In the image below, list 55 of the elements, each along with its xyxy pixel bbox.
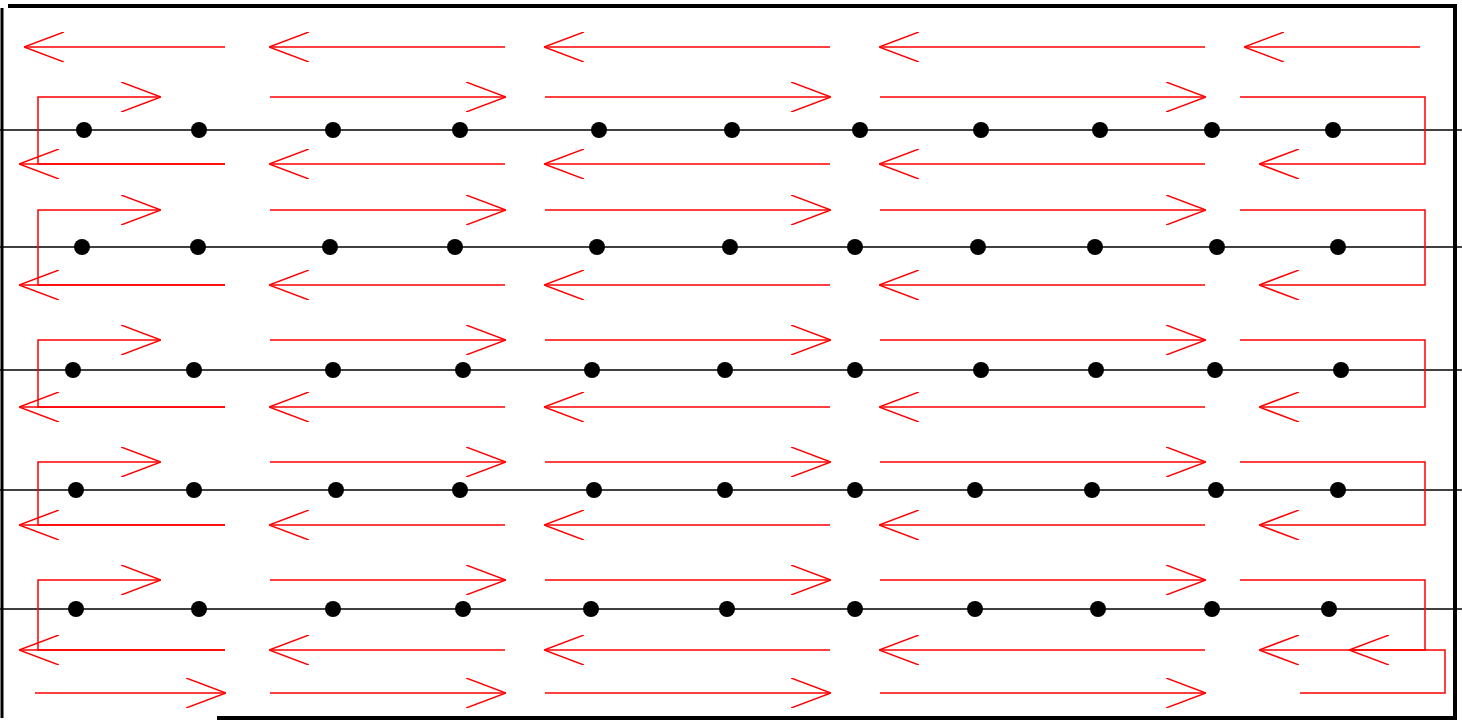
dot [191,122,207,138]
dot [452,482,468,498]
dot [1325,122,1341,138]
dot [325,362,341,378]
dot [1207,362,1223,378]
dot [452,122,468,138]
dot [1208,482,1224,498]
dot [328,482,344,498]
dot [583,601,599,617]
dot [325,122,341,138]
dot [847,362,863,378]
dot [447,239,463,255]
dot [852,122,868,138]
dot [589,239,605,255]
dot [1087,239,1103,255]
dot [584,362,600,378]
dot [1330,239,1346,255]
dot [591,122,607,138]
dot [191,601,207,617]
dot [847,239,863,255]
dot [719,601,735,617]
dot [1088,362,1104,378]
dot [186,362,202,378]
dot [1209,239,1225,255]
dot [586,482,602,498]
dot [1204,601,1220,617]
dot [455,601,471,617]
dot [1330,482,1346,498]
dot [190,239,206,255]
dot [74,239,90,255]
dot [722,239,738,255]
dot [970,239,986,255]
dot [724,122,740,138]
dot [1204,122,1220,138]
dot [967,482,983,498]
dot [973,122,989,138]
dot [325,601,341,617]
dot [322,239,338,255]
dot [847,601,863,617]
dot [76,122,92,138]
dot [1092,122,1108,138]
dot [68,482,84,498]
dot [1333,362,1349,378]
dot [455,362,471,378]
dot [973,362,989,378]
dot [186,482,202,498]
dot [847,482,863,498]
dot [68,601,84,617]
dot [717,362,733,378]
dot [65,362,81,378]
dot [1084,482,1100,498]
dot [967,601,983,617]
dot [717,482,733,498]
dot [1090,601,1106,617]
dot [1321,601,1337,617]
